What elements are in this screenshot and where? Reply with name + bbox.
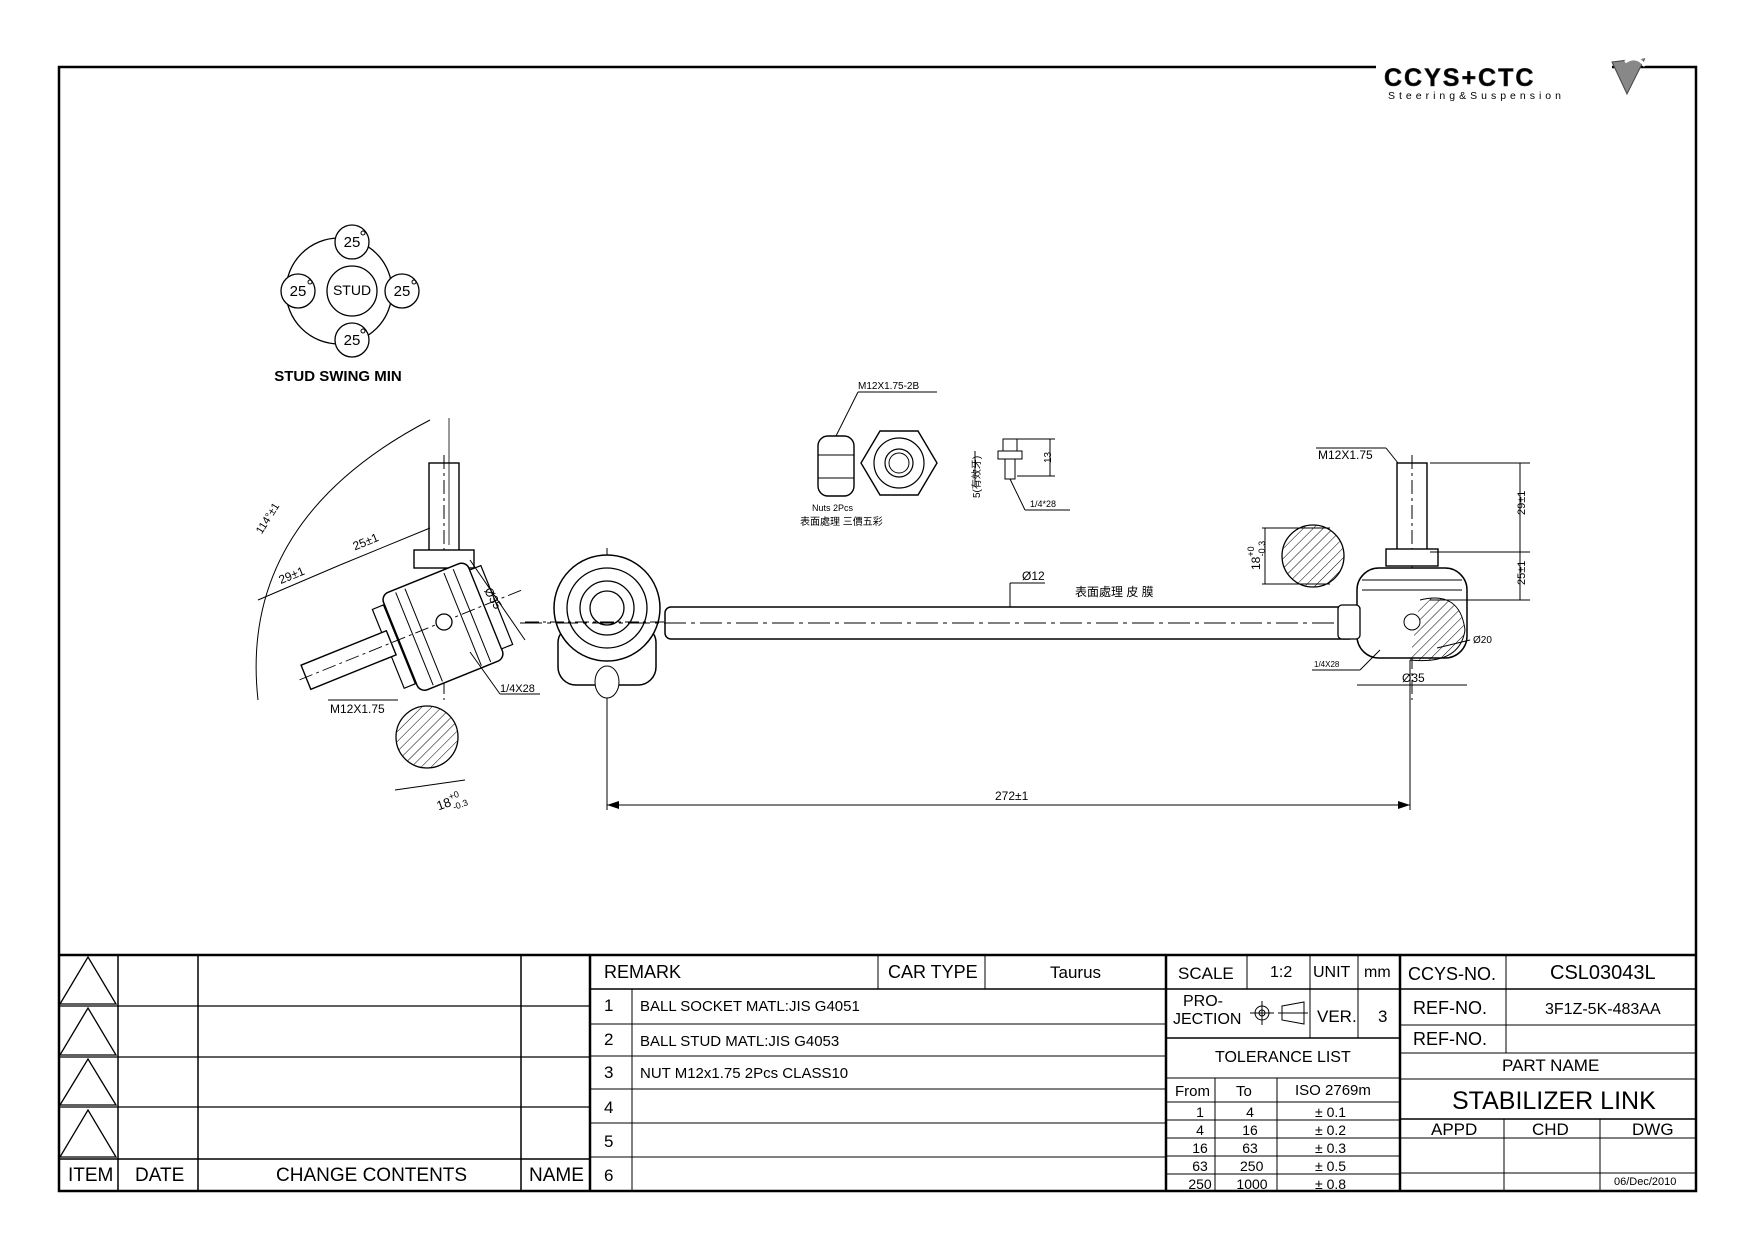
left-dim-114: 114°±1: [254, 501, 282, 536]
left-thread-label: M12X1.75: [330, 702, 385, 716]
tol-from-5: 250: [1188, 1176, 1212, 1192]
tol-to-1: 4: [1246, 1104, 1254, 1120]
ver-value: 3: [1378, 1007, 1388, 1026]
unit-value: mm: [1364, 964, 1391, 981]
company-logo: CCYS+CTC Steering&Suspension: [1376, 55, 1658, 105]
tolerance-title: TOLERANCE LIST: [1215, 1049, 1351, 1066]
tol-from-3: 16: [1192, 1140, 1208, 1156]
tol-value-1: ± 0.1: [1315, 1104, 1347, 1120]
swing-angle-bottom: 25: [344, 332, 361, 349]
remark-no-4: 4: [604, 1098, 614, 1117]
part-name-label: PART NAME: [1502, 1056, 1600, 1075]
tol-to-3: 63: [1242, 1140, 1258, 1156]
rev-header-date: DATE: [135, 1165, 185, 1186]
car-type-value: Taurus: [1050, 963, 1102, 982]
unit-label: UNIT: [1313, 964, 1351, 981]
right-ball-joint: M12X1.75 29±1 25±1 Ø20 Ø35 1/4X28 18+0-0…: [1246, 447, 1530, 700]
rev-header-name: NAME: [529, 1165, 584, 1186]
rod-diameter: Ø12: [1022, 569, 1045, 583]
left-eye-joint: [525, 548, 690, 810]
left-hex-tol: 18+0-0.3: [434, 787, 470, 817]
swing-angle-top: 25: [344, 234, 361, 251]
tolerance-header-from: From: [1175, 1083, 1210, 1100]
tol-to-5: 1000: [1236, 1176, 1268, 1192]
ccys-no-label: CCYS-NO.: [1408, 964, 1497, 984]
left-grease-label: 1/4X28: [500, 683, 535, 695]
scale-value: 1:2: [1270, 964, 1293, 981]
fitting-dim-5: 5(有效牙): [970, 456, 983, 498]
scale-label: SCALE: [1178, 964, 1234, 983]
rod-length: 272±1: [995, 789, 1029, 803]
projection-label-2: JECTION: [1173, 1011, 1242, 1028]
ref-no-value: 3F1Z-5K-483AA: [1545, 1001, 1661, 1018]
nut-finish-label: 表面處理 三價五彩: [800, 515, 883, 528]
nut-detail: M12X1.75-2B Nuts 2Pcs 表面處理 三價五彩: [800, 381, 938, 528]
nut-qty-label: Nuts 2Pcs: [812, 503, 854, 513]
tol-to-2: 16: [1242, 1122, 1258, 1138]
right-hex-tol: 18+0-0.3: [1246, 541, 1267, 570]
swing-angle-right: 25: [394, 283, 411, 300]
tol-to-4: 250: [1240, 1158, 1264, 1174]
right-dim-29: 29±1: [1516, 491, 1528, 515]
logo-brand: CCYS+CTC: [1384, 64, 1535, 92]
stabilizer-rod: Ø12 表面處理 皮 膜 272±1: [520, 569, 1411, 810]
dwg-label: DWG: [1632, 1120, 1674, 1139]
swing-center-label: STUD: [333, 282, 371, 298]
rev-header-contents: CHANGE CONTENTS: [276, 1165, 468, 1186]
tol-from-1: 1: [1196, 1104, 1204, 1120]
right-dim-25: 25±1: [1516, 561, 1528, 585]
right-thread-label: M12X1.75: [1318, 448, 1373, 462]
tolerance-header-to: To: [1236, 1083, 1252, 1100]
tol-value-2: ± 0.2: [1315, 1122, 1347, 1138]
remark-no-1: 1: [604, 996, 614, 1015]
nut-thread-label: M12X1.75-2B: [858, 381, 919, 392]
fitting-dim-13: 13: [1043, 451, 1054, 463]
rod-finish: 表面處理 皮 膜: [1075, 585, 1154, 599]
right-dim-d35: Ø35: [1402, 671, 1425, 685]
tol-from-4: 63: [1192, 1158, 1208, 1174]
tol-from-2: 4: [1196, 1122, 1204, 1138]
projection-label-1: PRO-: [1183, 993, 1223, 1010]
drawing-date: 06/Dec/2010: [1614, 1176, 1677, 1188]
right-grease-label: 1/4X28: [1314, 660, 1340, 669]
tolerance-header-iso: ISO 2769m: [1295, 1082, 1371, 1099]
appd-label: APPD: [1431, 1120, 1478, 1139]
remark-no-5: 5: [604, 1132, 614, 1151]
title-block-grid: [58, 953, 1696, 1191]
remark-no-6: 6: [604, 1166, 614, 1185]
ref-no-label: REF-NO.: [1413, 998, 1487, 1018]
tol-value-3: ± 0.3: [1315, 1140, 1347, 1156]
car-type-label: CAR TYPE: [888, 962, 978, 982]
sheet-border: [57, 65, 1698, 1193]
ver-label: VER.: [1317, 1007, 1357, 1026]
right-dim-d20: Ø20: [1473, 635, 1492, 646]
logo-mark-icon: [1611, 57, 1646, 96]
remark-text-2: BALL STUD MATL:JIS G4053: [640, 1033, 840, 1050]
logo-tagline: Steering&Suspension: [1388, 90, 1565, 102]
remark-text-1: BALL SOCKET MATL:JIS G4051: [640, 998, 860, 1015]
swing-caption: STUD SWING MIN: [274, 368, 402, 385]
remark-no-2: 2: [604, 1030, 614, 1049]
swing-angle-left: 25: [290, 283, 307, 300]
fitting-thread-label: 1/4*28: [1030, 499, 1056, 509]
projection-symbol-icon: [1250, 1001, 1308, 1025]
ref-no2-label: REF-NO.: [1413, 1029, 1487, 1049]
chd-label: CHD: [1532, 1120, 1569, 1139]
tol-value-5: ± 0.8: [1315, 1176, 1347, 1192]
tol-value-4: ± 0.5: [1315, 1158, 1347, 1174]
ccys-no-value: CSL03043L: [1550, 962, 1656, 984]
stud-swing-diagram: 25 25 25 25 STUD STUD SWING MIN: [274, 224, 420, 385]
left-dim-29: 29±1: [277, 564, 307, 587]
rev-header-item: ITEM: [68, 1165, 114, 1186]
remark-no-3: 3: [604, 1063, 614, 1082]
remark-text-3: NUT M12x1.75 2Pcs CLASS10: [640, 1065, 849, 1082]
grease-fitting-detail: 13 5(有效牙) 1/4*28: [970, 438, 1070, 511]
left-ball-joint: 114°±1 29±1 25±1 Ø35 M12X1.75 1/4X28 18+…: [254, 418, 540, 817]
part-name-value: STABILIZER LINK: [1452, 1087, 1656, 1115]
remark-header: REMARK: [604, 962, 682, 982]
